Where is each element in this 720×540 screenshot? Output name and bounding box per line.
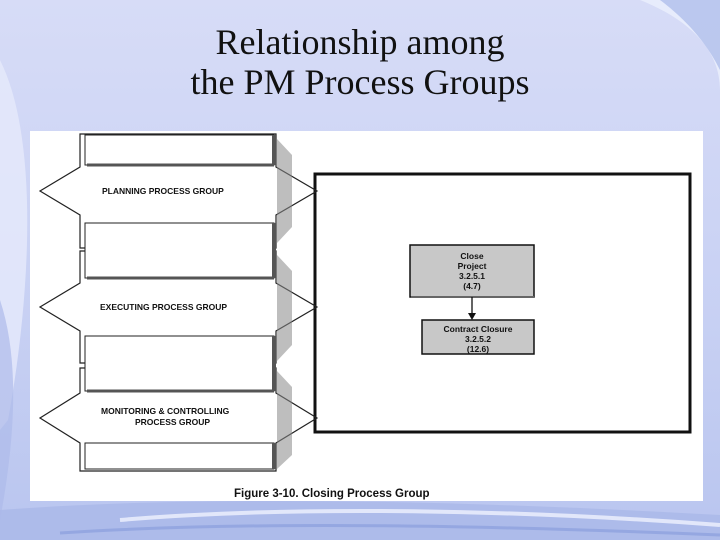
figure-panel: PLANNING PROCESS GROUP EXECUTING PROCESS… (30, 131, 703, 501)
planning-group-arrow: PLANNING PROCESS GROUP (38, 133, 319, 249)
monitoring-group-label-line-2: PROCESS GROUP (135, 417, 210, 427)
slide-title-line-1: Relationship among (215, 22, 505, 62)
monitoring-controlling-group-arrow: MONITORING & CONTROLLING PROCESS GROUP (38, 335, 319, 472)
close-project-line-1: Close (460, 251, 483, 261)
executing-group-arrow: EXECUTING PROCESS GROUP (38, 222, 319, 364)
figure-caption: Figure 3-10. Closing Process Group (234, 488, 430, 500)
executing-group-label: EXECUTING PROCESS GROUP (100, 302, 227, 312)
close-project-line-2: Project (458, 261, 487, 271)
planning-group-label: PLANNING PROCESS GROUP (102, 186, 224, 196)
flow-arrow (468, 297, 476, 320)
close-project-line-4: (4.7) (463, 281, 481, 291)
contract-closure-line-3: (12.6) (467, 344, 489, 354)
slide-title: Relationship among the PM Process Groups (0, 22, 720, 102)
contract-closure-box: Contract Closure 3.2.5.2 (12.6) (421, 319, 535, 355)
contract-closure-line-2: 3.2.5.2 (465, 334, 491, 344)
monitoring-group-label-line-1: MONITORING & CONTROLLING (101, 406, 230, 416)
close-project-line-3: 3.2.5.1 (459, 271, 485, 281)
contract-closure-line-1: Contract Closure (444, 324, 513, 334)
closing-process-diagram: PLANNING PROCESS GROUP EXECUTING PROCESS… (38, 133, 692, 500)
closing-group-frame (313, 172, 692, 434)
close-project-box: Close Project 3.2.5.1 (4.7) (409, 244, 535, 298)
slide-title-line-2: the PM Process Groups (190, 62, 530, 102)
